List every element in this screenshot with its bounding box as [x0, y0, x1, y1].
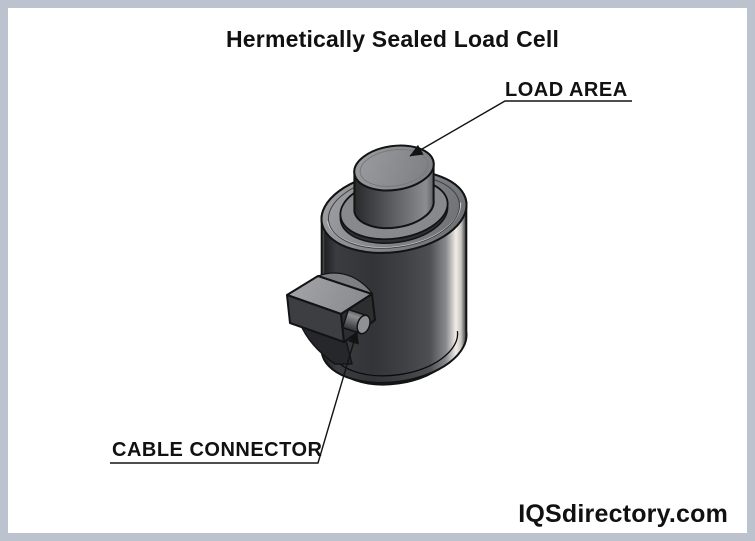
label-load-area: LOAD AREA [505, 79, 628, 101]
connector-stub [341, 308, 371, 335]
leader-cable-connector [110, 330, 359, 464]
load-button-top [353, 144, 435, 192]
watermark-text: IQSdirectory.com [518, 500, 728, 528]
page-title: Hermetically Sealed Load Cell [226, 26, 560, 52]
load-button-top-rim [359, 149, 429, 187]
label-cable-connector: CABLE CONNECTOR [112, 439, 323, 461]
connector-pedestal [299, 322, 353, 365]
connector-stub-face [356, 314, 371, 335]
leader-load-area [409, 100, 632, 157]
